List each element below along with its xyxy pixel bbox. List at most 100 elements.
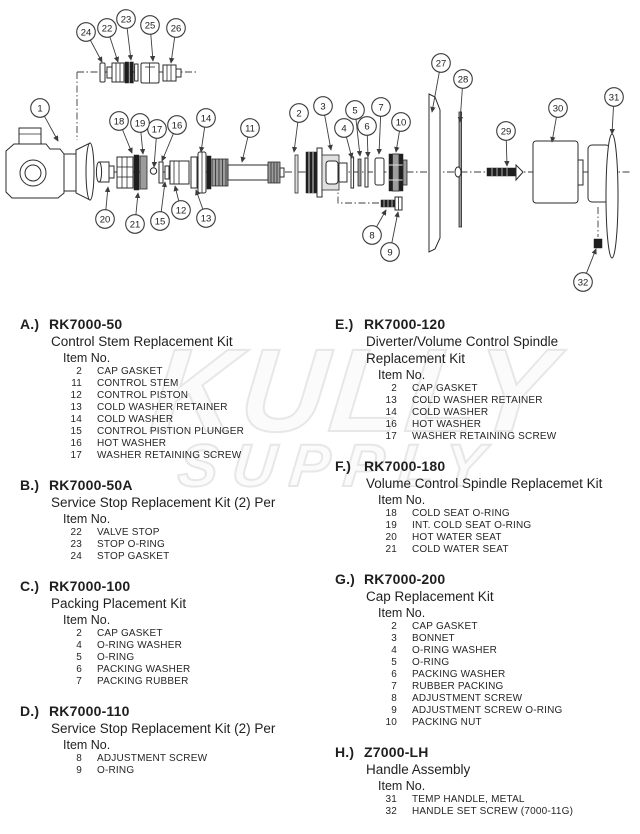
kit-item-row: 12 CONTROL PISTON: [20, 390, 325, 402]
callout-circle-32: [573, 272, 593, 292]
item-name: COLD SEAT O-RING: [412, 508, 510, 519]
kit-code: RK7000-120: [364, 316, 446, 332]
callout-circle-18: [109, 111, 129, 131]
item-number: 8: [391, 693, 397, 704]
kit-item-row: 16 HOT WASHER: [20, 438, 325, 450]
kit-title: Handle Assembly: [366, 762, 471, 777]
item-name: TEMP HANDLE, METAL: [412, 794, 525, 805]
callout-leader-24: [89, 39, 103, 63]
callout-circle-22: [97, 18, 117, 38]
item-name: PACKING WASHER: [97, 664, 191, 675]
kit-section: A.) RK7000-50 Control Stem Replacement K…: [20, 316, 325, 462]
kit-code: RK7000-200: [364, 571, 446, 587]
item-name: O-RING WASHER: [97, 640, 183, 651]
kit-title: Volume Control Spindle Replacemet Kit: [366, 476, 603, 491]
handle-set-screw-part: [593, 238, 603, 249]
item-name: HOT WASHER: [412, 419, 482, 430]
callout-leader-21: [134, 192, 141, 215]
item-number: 3: [391, 633, 397, 644]
item-name: RUBBER PACKING: [412, 681, 504, 692]
item-name: STOP O-RING: [97, 539, 165, 550]
kit-item-row: 17 WASHER RETAINING SCREW: [335, 431, 640, 443]
callout-circle-11: [240, 118, 260, 138]
item-number: 16: [70, 438, 82, 449]
stem-oring-part: [206, 155, 212, 190]
callout-leader-6: [365, 135, 371, 158]
stop-oring-part: [124, 61, 129, 84]
kit-item-row: 5 O-RING: [20, 652, 325, 664]
callout-leader-26: [169, 37, 176, 64]
item-number: 13: [385, 395, 397, 406]
callout-number-5: 5: [352, 105, 357, 116]
callout-number-21: 21: [130, 219, 141, 230]
kit-item-row: 31 TEMP HANDLE, METAL: [335, 794, 640, 806]
callout-leader-13: [195, 189, 204, 210]
kit-title: Service Stop Replacement Kit (2) Per: [51, 495, 276, 510]
callout-circle-26: [166, 18, 186, 38]
callout-number-1: 1: [37, 103, 42, 114]
section-letter: B.): [20, 477, 40, 493]
item-number: 20: [385, 532, 397, 543]
kit-section: G.) RK7000-200 Cap Replacement Kit Item …: [335, 571, 640, 729]
callout-leader-7: [376, 116, 382, 155]
callout-number-17: 17: [152, 124, 163, 135]
callout-number-24: 24: [81, 27, 92, 38]
kit-item-row: 6 PACKING WASHER: [20, 664, 325, 676]
callout-leader-25: [149, 34, 156, 62]
cold-washer-retainer-part: [190, 156, 198, 189]
item-number: 17: [70, 450, 82, 461]
escutcheon-drawing: [428, 93, 524, 253]
callout-number-12: 12: [176, 205, 187, 216]
callout-leader-23: [126, 28, 134, 61]
callout-circle-16: [167, 115, 187, 135]
callout-number-18: 18: [114, 116, 125, 127]
item-name: COLD WASHER: [97, 414, 174, 425]
callout-number-4: 4: [341, 123, 346, 134]
item-name: O-RING: [97, 652, 135, 663]
item-name: CAP GASKET: [412, 383, 478, 394]
callout-leader-5: [355, 119, 363, 157]
section-letter: A.): [20, 316, 40, 332]
item-name: PACKING RUBBER: [97, 676, 189, 687]
item-no-label: Item No.: [63, 738, 111, 752]
callout-circle-15: [150, 211, 170, 231]
escutcheon-gasket-tab: [454, 166, 462, 178]
item-number: 2: [391, 383, 397, 394]
callout-number-26: 26: [171, 23, 182, 34]
callout-leader-14: [199, 127, 206, 153]
item-number: 18: [385, 508, 397, 519]
kit-title: Cap Replacement Kit: [366, 589, 494, 604]
kit-title: Packing Placement Kit: [51, 596, 187, 611]
item-name: CAP GASKET: [97, 628, 163, 639]
item-number: 31: [385, 794, 397, 805]
item-number: 14: [70, 414, 82, 425]
stop-coupling-part: [140, 62, 160, 84]
stop-oring2-part: [129, 61, 134, 84]
callout-circle-21: [125, 214, 145, 234]
item-number: 11: [71, 378, 82, 389]
item-no-label: Item No.: [378, 368, 426, 382]
item-name: CAP GASKET: [412, 621, 478, 632]
item-name: VALVE STOP: [97, 527, 160, 538]
item-name: HOT WATER SEAT: [412, 532, 502, 543]
valve-stop-part: [111, 62, 125, 83]
item-number: 21: [385, 544, 397, 555]
kit-item-row: 11 CONTROL STEM: [20, 378, 325, 390]
cap-gasket-part: [294, 154, 299, 194]
kit-title: Service Stop Replacement Kit (2) Per: [51, 721, 276, 736]
kit-item-row: 8 ADJUSTMENT SCREW: [20, 753, 325, 765]
item-number: 10: [385, 717, 397, 728]
callout-leader-29: [504, 140, 510, 167]
callout-number-25: 25: [145, 20, 156, 31]
kit-list-column-left: A.) RK7000-50 Control Stem Replacement K…: [20, 316, 325, 792]
control-stem-parts-drawing: [95, 151, 285, 194]
callout-leader-20: [104, 186, 111, 210]
callout-leader-15: [160, 181, 168, 212]
kit-code: RK7000-180: [364, 458, 446, 474]
callout-leader-10: [394, 131, 400, 153]
valve-body-drawing: [5, 127, 95, 201]
handle-hub-part: [577, 159, 584, 186]
item-name: COLD WASHER: [412, 407, 489, 418]
callout-leader-9: [391, 211, 400, 243]
